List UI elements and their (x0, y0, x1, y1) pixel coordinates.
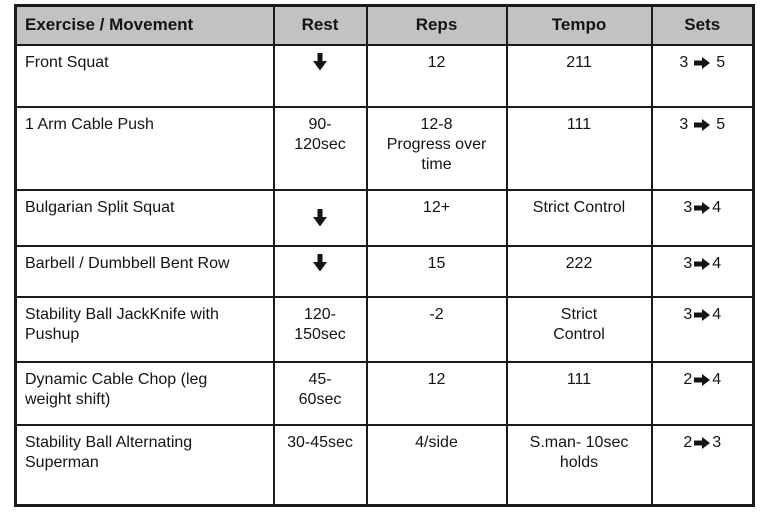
cell-rest (272, 188, 368, 247)
cell-tempo: Strict Control (505, 188, 653, 247)
cell-tempo: 111 (505, 105, 653, 191)
column-header-reps: Reps (365, 4, 508, 46)
cell-exercise: Bulgarian Split Squat (14, 188, 275, 247)
cell-tempo: Strict Control (505, 295, 653, 363)
rest-same-as-above-indicator (313, 253, 327, 272)
cell-exercise: Stability Ball Alternating Superman (14, 423, 275, 507)
arrow-right-icon (694, 56, 711, 69)
column-header-exercise: Exercise / Movement (14, 4, 275, 46)
sets-from: 3 (683, 254, 693, 272)
cell-rest: 30-45sec (272, 423, 368, 507)
sets-to: 4 (712, 254, 722, 272)
cell-reps: 4/side (365, 423, 508, 507)
sets-to: 4 (712, 198, 722, 216)
sets-from: 3 (683, 198, 693, 216)
cell-exercise: Stability Ball JackKnife with Pushup (14, 295, 275, 363)
sets-to: 3 (712, 433, 722, 451)
cell-reps: 15 (365, 244, 508, 298)
arrow-right-icon (694, 436, 711, 449)
arrow-right-icon (694, 373, 711, 386)
column-header-tempo: Tempo (505, 4, 653, 46)
cell-tempo: 222 (505, 244, 653, 298)
cell-rest: 90- 120sec (272, 105, 368, 191)
sets-from: 3 (679, 53, 689, 71)
sets-to: 5 (716, 115, 726, 133)
arrow-right-icon (694, 308, 711, 321)
cell-rest (272, 244, 368, 298)
column-header-rest: Rest (272, 4, 368, 46)
column-header-sets: Sets (650, 4, 755, 46)
cell-reps: 12+ (365, 188, 508, 247)
cell-reps: 12 (365, 360, 508, 426)
arrow-down-icon (313, 253, 327, 271)
cell-tempo: 111 (505, 360, 653, 426)
arrow-down-icon (313, 209, 327, 227)
sets-to: 5 (716, 53, 726, 71)
cell-rest: 120- 150sec (272, 295, 368, 363)
cell-exercise: Front Squat (14, 43, 275, 108)
rest-same-as-above-indicator (313, 209, 327, 227)
sets-to: 4 (712, 370, 722, 388)
cell-exercise: 1 Arm Cable Push (14, 105, 275, 191)
cell-tempo: 211 (505, 43, 653, 108)
sets-from: 3 (683, 305, 693, 323)
sets-from: 2 (683, 370, 693, 388)
cell-rest (272, 43, 368, 108)
rest-same-as-above-indicator (313, 52, 327, 71)
cell-reps: -2 (365, 295, 508, 363)
cell-reps: 12 (365, 43, 508, 108)
arrow-right-icon (694, 201, 711, 214)
sets-from: 3 (679, 115, 689, 133)
arrow-down-icon (313, 52, 327, 70)
cell-tempo: S.man- 10sec holds (505, 423, 653, 507)
table-row: Dynamic Cable Chop (leg weight shift)45-… (14, 360, 755, 426)
sets-to: 4 (712, 305, 722, 323)
cell-exercise: Dynamic Cable Chop (leg weight shift) (14, 360, 275, 426)
arrow-right-icon (694, 118, 711, 131)
cell-rest: 45- 60sec (272, 360, 368, 426)
sets-from: 2 (683, 433, 693, 451)
cell-exercise: Barbell / Dumbbell Bent Row (14, 244, 275, 298)
cell-reps: 12-8 Progress over time (365, 105, 508, 191)
arrow-right-icon (694, 257, 711, 270)
